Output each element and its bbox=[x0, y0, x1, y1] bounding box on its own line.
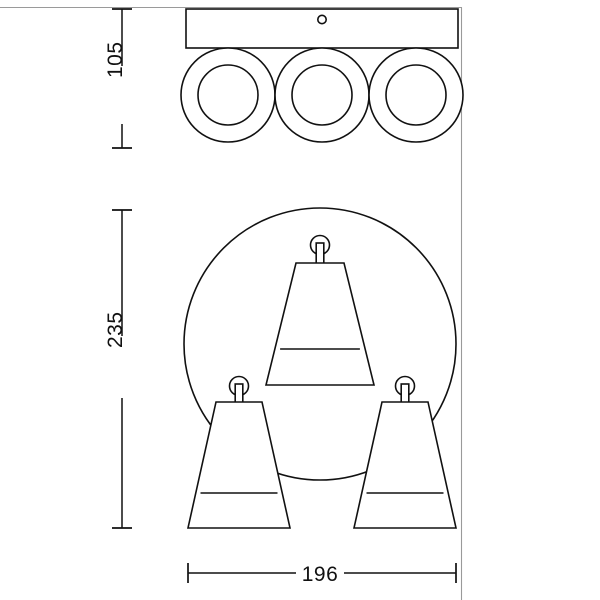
cone-shade-right bbox=[353, 375, 457, 529]
front-view-group bbox=[183, 207, 457, 529]
spot-head-center-inner-ring bbox=[291, 64, 353, 126]
dimension-196-label: 196 bbox=[302, 563, 339, 586]
dimension-235: 235 bbox=[104, 209, 132, 529]
cone-shade-center-body bbox=[264, 262, 376, 386]
cone-shade-left-stem bbox=[234, 383, 244, 405]
cone-shade-right-body bbox=[353, 401, 457, 529]
side-view-group bbox=[180, 8, 464, 143]
cone-shade-center-stem bbox=[315, 242, 325, 266]
spot-head-left-inner-ring bbox=[197, 64, 259, 126]
spot-head-right bbox=[368, 47, 464, 143]
cone-shade-center bbox=[264, 234, 376, 386]
spot-head-center bbox=[274, 47, 370, 143]
dimension-235-label: 235 bbox=[104, 311, 127, 348]
cone-shade-left-body bbox=[187, 401, 291, 529]
center-hole bbox=[316, 14, 327, 25]
cone-shade-right-stem bbox=[400, 383, 410, 405]
dimension-105-label: 105 bbox=[104, 41, 127, 78]
spot-head-left bbox=[180, 47, 276, 143]
dimension-196: 196 bbox=[187, 563, 457, 586]
cone-shade-left bbox=[187, 375, 291, 529]
dimension-105: 105 bbox=[104, 8, 132, 149]
spot-head-right-inner-ring bbox=[385, 64, 447, 126]
